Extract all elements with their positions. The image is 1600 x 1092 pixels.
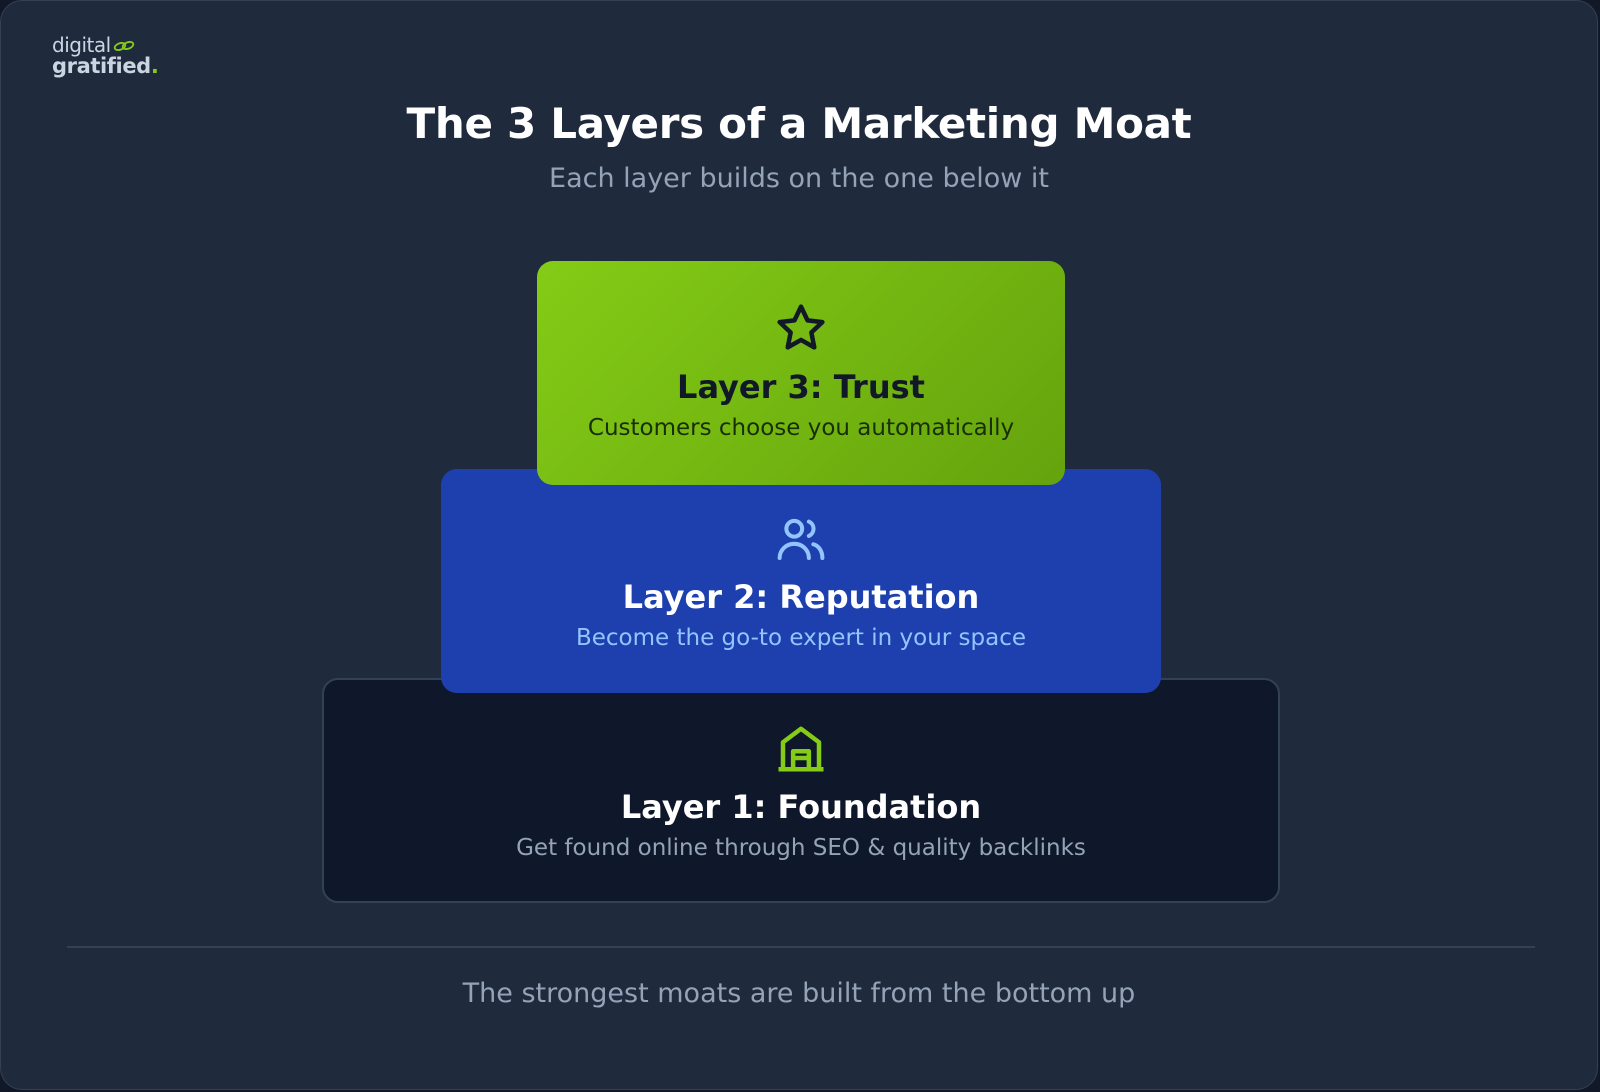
layer-description: Get found online through SEO & quality b… [516,835,1086,861]
logo-word-gratified: gratified [52,54,151,78]
layer-title: Layer 1: Foundation [620,788,982,826]
layer-description: Become the go-to expert in your space [575,625,1027,651]
logo-top-line: digital [52,35,158,55]
brand-logo: digital gratified. [52,35,159,78]
layer-title: Layer 3: Trust [677,368,925,406]
users-icon [774,513,828,567]
layer-description: Customers choose you automatically [587,415,1015,441]
link-icon [113,35,135,55]
page-subtitle: Each layer builds on the one below it [549,163,1049,194]
logo-dot: . [150,54,159,78]
footer-caption: The strongest moats are built from the b… [462,978,1136,1009]
logo-word-digital: digital [52,33,111,57]
divider [67,946,1535,948]
layer-foundation: Layer 1: Foundation Get found online thr… [322,678,1280,903]
layer-title: Layer 2: Reputation [622,578,980,616]
layer-reputation: Layer 2: Reputation Become the go-to exp… [441,469,1161,693]
logo-bottom-line: gratified. [52,54,159,78]
page-title: The 3 Layers of a Marketing Moat [406,99,1192,148]
warehouse-icon [774,722,828,776]
layer-trust: Layer 3: Trust Customers choose you auto… [537,261,1065,485]
star-icon [774,301,828,355]
